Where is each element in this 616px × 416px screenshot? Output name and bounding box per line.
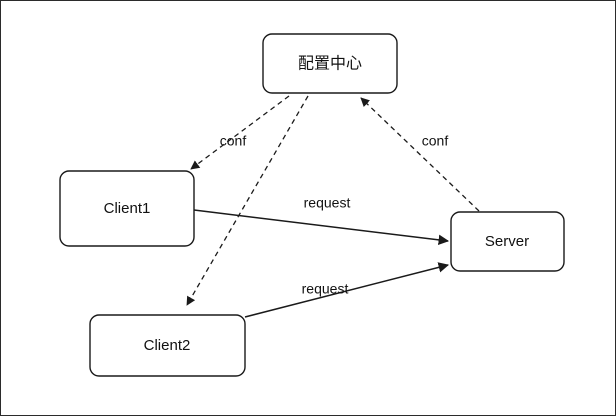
edge-client2-to-server bbox=[244, 262, 450, 318]
edge-client2-to-server-line bbox=[244, 262, 450, 318]
node-client1-shape[interactable] bbox=[59, 170, 195, 247]
edge-label-conf-right: conf bbox=[422, 133, 449, 149]
node-server-shape[interactable] bbox=[450, 211, 565, 272]
edge-label-conf-left: conf bbox=[220, 133, 247, 149]
edge-client1-to-server-line bbox=[193, 209, 450, 246]
edge-conf-to-client1 bbox=[190, 95, 290, 170]
node-client1-label: Client1 bbox=[104, 200, 151, 217]
node-config-center-label: 配置中心 bbox=[298, 54, 362, 73]
edge-client1-to-server bbox=[193, 209, 450, 246]
edge-conf-to-client2 bbox=[186, 95, 309, 306]
node-client2[interactable]: Client2 bbox=[89, 314, 246, 377]
edge-conf-to-client2-line bbox=[186, 95, 309, 306]
edge-server-to-config-center-line bbox=[360, 97, 480, 212]
node-client1[interactable]: Client1 bbox=[59, 170, 195, 247]
node-client2-shape[interactable] bbox=[89, 314, 246, 377]
edge-conf-to-client1-line bbox=[190, 95, 290, 170]
node-client2-label: Client2 bbox=[144, 337, 191, 354]
node-config-center[interactable]: 配置中心 bbox=[262, 33, 398, 94]
node-server[interactable]: Server bbox=[450, 211, 565, 272]
edge-label-request-client1: request bbox=[304, 195, 351, 211]
node-config-center-shape[interactable] bbox=[262, 33, 398, 94]
edge-label-request-client2: request bbox=[302, 281, 349, 297]
edge-server-to-config-center bbox=[360, 97, 480, 212]
node-server-label: Server bbox=[485, 233, 529, 250]
